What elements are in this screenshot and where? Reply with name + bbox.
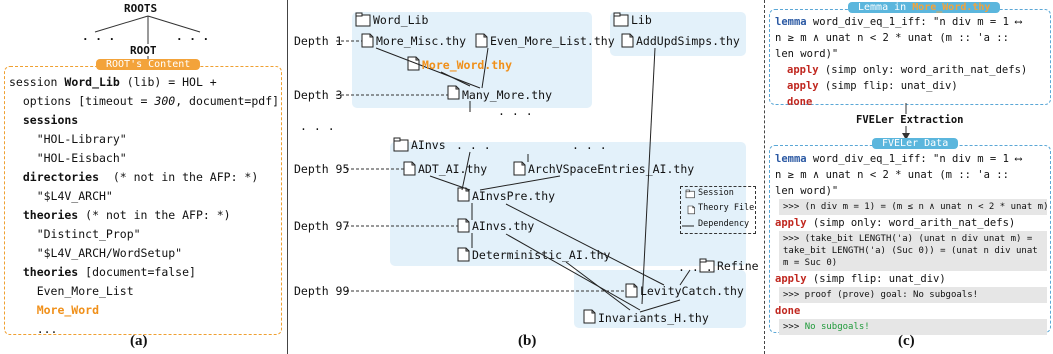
roots-label: ROOTS xyxy=(124,2,158,15)
session-hol-library: "HOL-Library" xyxy=(9,132,127,146)
sessions-keyword: sessions xyxy=(9,113,79,127)
depth-label-3: Depth 3 xyxy=(294,88,343,102)
lemma-source: lemma word_div_eq_1_iff: "n div m = 1 ⟷ … xyxy=(775,16,1028,108)
theory-distinct-prop: "Distinct_Prop" xyxy=(9,227,141,241)
ellipsis-ainvs-right: . . . xyxy=(572,138,607,152)
theories-line-2: theories [document=false] xyxy=(9,265,196,279)
output-2: >>> (take_bit LENGTH('a) (unat n div una… xyxy=(779,231,1047,271)
session-label-lib: Lib xyxy=(631,13,652,27)
file-icon-add-upd-simps xyxy=(621,33,634,48)
file-icon-ainvs-pre xyxy=(457,187,470,202)
roots-ellipsis-right: . . . xyxy=(176,30,210,43)
session-line: session Word_Lib (lib) = HOL + xyxy=(9,75,217,89)
fveler-data-content: lemma word_div_eq_1_iff: "n div m = 1 ⟷ … xyxy=(775,151,1049,335)
legend-session: Session xyxy=(698,188,734,198)
theory-even-more-list-b: Even_More_List.thy xyxy=(490,34,615,48)
theory-arch-vspace: ArchVSpaceEntries_AI.thy xyxy=(528,162,695,176)
theory-wordsetup: "$L4V_ARCH/WordSetup" xyxy=(9,246,183,260)
ellipsis-mid: . . . xyxy=(300,119,335,133)
file-icon-more-misc xyxy=(361,33,374,48)
ellipsis-refine: . . . xyxy=(678,260,713,274)
directories-line: directories (* not in the AFP: *) xyxy=(9,170,259,184)
session-label-word-lib: Word_Lib xyxy=(373,13,429,27)
caption-a: (a) xyxy=(130,333,148,349)
theory-more-word: More_Word xyxy=(9,303,100,317)
session-bg-word-lib xyxy=(352,12,592,108)
lemma-tag: Lemma in More_Word.thy xyxy=(848,2,1001,13)
output-3: >>> proof (prove) goal: No subgoals! xyxy=(779,287,1047,303)
legend-dependency: Dependency xyxy=(698,219,750,229)
fveler-data-tag: FVELer Data xyxy=(872,138,959,149)
session-label-refine: Refine xyxy=(717,259,759,273)
legend-box: Session Theory File Dependency xyxy=(680,186,756,234)
depth-label-95: Depth 95 xyxy=(294,162,350,176)
divider-ab xyxy=(287,0,288,354)
caption-c: (c) xyxy=(898,333,915,349)
directory-l4v-arch: "$L4V_ARCH" xyxy=(9,189,113,203)
theory-levity-catch: LevityCatch.thy xyxy=(640,284,744,298)
theory-many-more: Many_More.thy xyxy=(462,88,553,102)
panel-b-graph xyxy=(336,12,746,328)
file-icon-even-more-list xyxy=(475,33,488,48)
depth-label-97: Depth 97 xyxy=(294,219,350,233)
depth-label-1: Depth 1 xyxy=(294,34,343,48)
divider-bc xyxy=(764,0,765,354)
theory-even-more-list: Even_More_List xyxy=(9,284,134,298)
session-label-ainvs: AInvs xyxy=(411,138,446,152)
depth-label-99: Depth 99 xyxy=(294,284,350,298)
theory-invariants-h: Invariants_H.thy xyxy=(598,311,709,325)
roots-ellipsis-left: . . . xyxy=(82,30,116,43)
file-icon-ainvs xyxy=(457,218,470,233)
theory-ainvs-pre: AInvsPre.thy xyxy=(472,189,556,203)
theory-deterministic-ai: Deterministic_AI.thy xyxy=(472,248,611,262)
file-icon-adt-ai xyxy=(403,161,416,176)
panel-a-tree-lines xyxy=(94,15,201,66)
session-icon-ainvs xyxy=(393,137,409,152)
file-icon-many-more xyxy=(447,85,460,100)
theory-more-word-b: More_Word.thy xyxy=(422,58,513,72)
root-content-tag: ROOT's Content xyxy=(96,59,201,70)
file-icon-invariants-h xyxy=(583,309,596,324)
theory-add-upd-simps: AddUpdSimps.thy xyxy=(636,34,740,48)
output-4: >>> No subgoals! xyxy=(779,319,1047,335)
session-hol-eisbach: "HOL-Eisbach" xyxy=(9,151,127,165)
extraction-label: FVELer Extraction xyxy=(856,114,964,126)
root-content-text: session Word_Lib (lib) = HOL + options [… xyxy=(9,73,279,339)
theory-more-misc: More_Misc.thy xyxy=(376,34,467,48)
ellipsis-depth3: . . . xyxy=(498,104,533,118)
theory-ainvs: AInvs.thy xyxy=(472,219,535,233)
session-bg-lib xyxy=(610,12,746,56)
theories-line-1: theories (* not in the AFP: *) xyxy=(9,208,231,222)
output-1: >>> (n div m = 1) = (m ≤ n ∧ unat n < 2 … xyxy=(779,199,1049,215)
session-icon-lib xyxy=(613,12,629,27)
file-icon-arch-vspace xyxy=(513,161,526,176)
root-label: ROOT xyxy=(130,44,157,57)
session-bg-ainvs xyxy=(390,142,746,266)
session-icon-word-lib xyxy=(355,12,371,27)
ellipsis-ainvs-left: . . . xyxy=(456,138,491,152)
theory-adt-ai: ADT_AI.thy xyxy=(418,162,488,176)
session-bg-refine xyxy=(574,270,746,328)
legend-theory-file: Theory File xyxy=(698,203,755,213)
file-icon-levity-catch xyxy=(625,283,638,298)
theories-ellipsis: ... xyxy=(9,322,58,336)
caption-b: (b) xyxy=(518,333,537,349)
options-line: options [timeout = 300, document=pdf] xyxy=(9,94,280,108)
file-icon-deterministic xyxy=(457,247,470,262)
